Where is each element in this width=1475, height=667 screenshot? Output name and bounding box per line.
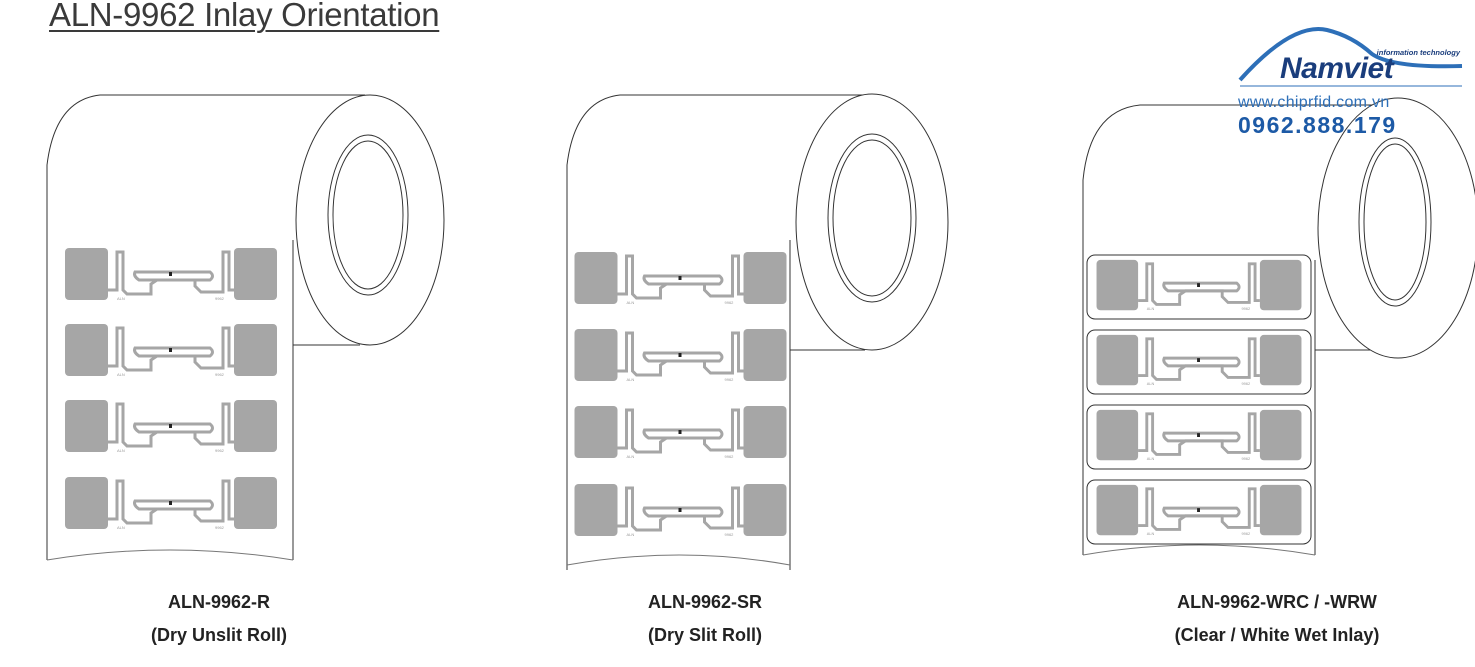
description-label: (Clear / White Wet Inlay) [1174, 625, 1380, 645]
model-label: ALN-9962-R [167, 592, 271, 612]
description-label: (Dry Unslit Roll) [150, 625, 287, 645]
logo-tagline: information technology [1376, 48, 1460, 57]
logo-phone: 0962.888.179 [1238, 112, 1397, 138]
swoosh-icon [1238, 27, 1463, 87]
inlays [65, 246, 1303, 539]
caption-slit: ALN-9962-SR (Dry Slit Roll) [505, 586, 905, 652]
roll-unslit [46, 94, 445, 561]
description-label: (Dry Slit Roll) [647, 625, 762, 645]
caption-unslit: ALN-9962-R (Dry Unslit Roll) [19, 586, 419, 652]
logo-brand: Namviet [1280, 52, 1394, 85]
model-label: ALN-9962-WRC / -WRW [1177, 592, 1377, 612]
page-title: ALN-9962 Inlay Orientation [49, 0, 440, 33]
roll-slit [566, 93, 949, 570]
logo-url: www.chiprfid.com.vn [1238, 94, 1390, 111]
model-label: ALN-9962-SR [647, 592, 763, 612]
namviet-logo: information technology Namviet www.chipr… [1232, 22, 1472, 142]
caption-wet: ALN-9962-WRC / -WRW (Clear / White Wet I… [1077, 586, 1475, 652]
roll-wet [1082, 97, 1475, 556]
